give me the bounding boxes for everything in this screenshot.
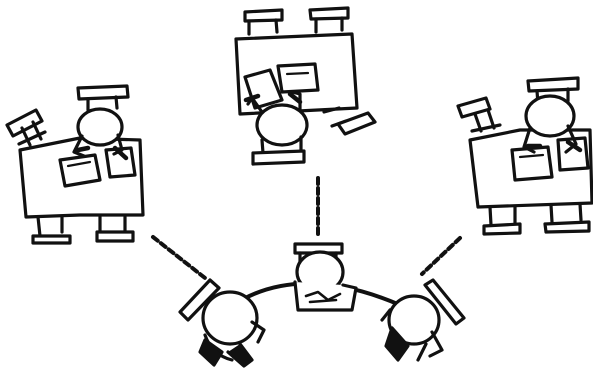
foreground-person-center: [293, 242, 358, 312]
left-desk-group: [5, 84, 145, 245]
foreground-person-left: [178, 278, 266, 368]
link-left: [151, 235, 207, 280]
center-desk-group: [234, 6, 377, 166]
center-chair-right: [322, 106, 377, 136]
left-monitor-1: [58, 153, 102, 188]
left-chair-bottom-1: [31, 215, 72, 245]
center-person-head: [255, 103, 309, 147]
right-chair-bottom-1: [482, 205, 522, 236]
right-person-head: [524, 94, 576, 138]
link-right: [420, 236, 462, 276]
foreground-team: [178, 242, 466, 368]
center-chair-top-2: [308, 6, 350, 34]
connection-lines: [151, 176, 462, 280]
right-chair-left: [456, 96, 502, 133]
foreground-person-right: [380, 278, 466, 362]
left-chair-bottom-2: [95, 215, 135, 243]
center-chair-top-1: [243, 8, 284, 36]
left-chair-top-left: [5, 108, 47, 147]
left-chair-top: [76, 84, 130, 112]
right-desk-group: [456, 76, 593, 236]
left-person-head: [76, 107, 124, 147]
center-monitor-2: [276, 62, 320, 94]
right-monitor-2: [556, 136, 590, 172]
right-chair-bottom-2: [543, 202, 591, 234]
center-chair-bottom: [251, 135, 306, 166]
